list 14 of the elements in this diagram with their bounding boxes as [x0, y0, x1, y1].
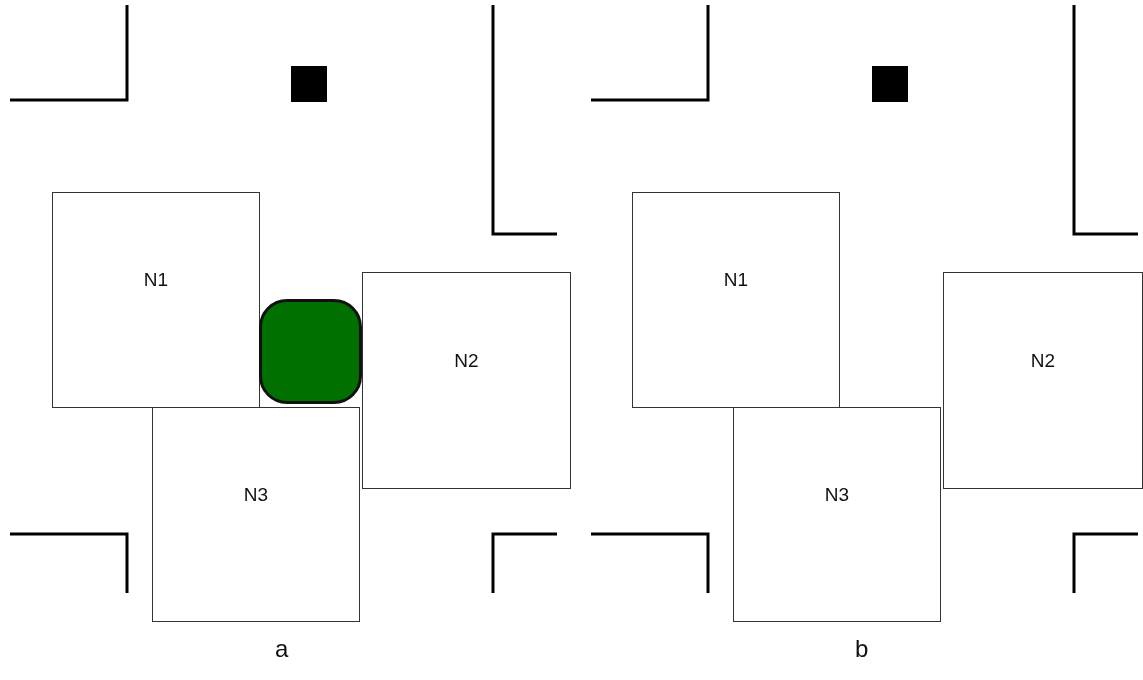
node-label: N3: [243, 483, 269, 506]
panel-label: a: [275, 635, 289, 663]
node-label: N2: [1030, 349, 1056, 372]
panel-label: b: [855, 635, 869, 663]
node-label: N1: [723, 269, 749, 291]
node-label: N3: [824, 483, 850, 506]
room-box: [943, 272, 1143, 489]
node-label: N1: [143, 269, 169, 291]
room-box: [362, 272, 571, 489]
room-box: [733, 407, 941, 622]
room-box: [52, 192, 260, 408]
node-label: N2: [454, 349, 479, 372]
room-box: [152, 407, 360, 622]
room-box: [632, 192, 840, 408]
